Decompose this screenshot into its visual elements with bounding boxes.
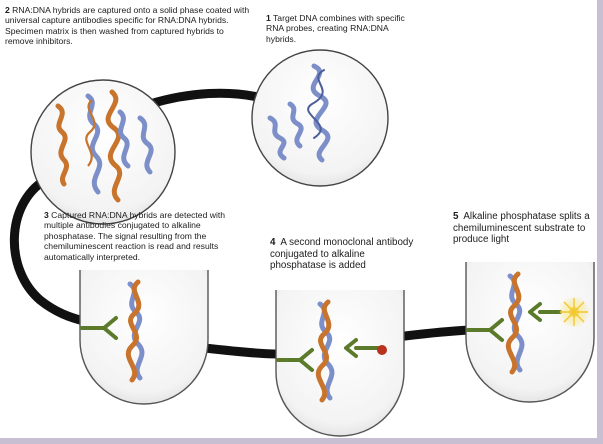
step-4-number: 4 [270, 237, 276, 248]
stage-5-light-tube [465, 262, 595, 403]
step-3-number: 3 [44, 210, 49, 220]
step-2-caption: 2 RNA:DNA hybrids are captured onto a so… [5, 5, 250, 47]
stage-2-capture [30, 79, 176, 225]
step-3-caption: 3 Captured RNA:DNA hybrids are detected … [44, 210, 250, 262]
step-4-caption: 4 A second monoclonal antibody conjugate… [270, 237, 420, 272]
step-2-number: 2 [5, 5, 10, 15]
step-5-text: Alkaline phosphatase splits a chemilumin… [453, 211, 590, 246]
step-5-caption: 5 Alkaline phosphatase splits a chemilum… [453, 211, 593, 246]
step-3-text: Captured RNA:DNA hybrids are detected wi… [44, 210, 226, 262]
step-1-caption: 1 Target DNA combines with specific RNA … [266, 13, 416, 44]
step-1-text: Target DNA combines with specific RNA pr… [266, 13, 405, 44]
step-2-text: RNA:DNA hybrids are captured onto a soli… [5, 5, 250, 47]
process-connector [9, 88, 475, 359]
stage-1-hybridization [251, 49, 389, 187]
stage-3-detection-tube [79, 270, 209, 405]
stage-4-second-antibody-tube [275, 290, 405, 437]
step-5-number: 5 [453, 211, 459, 222]
step-4-text: A second monoclonal antibody conjugated … [270, 237, 414, 272]
step-1-number: 1 [266, 13, 271, 23]
